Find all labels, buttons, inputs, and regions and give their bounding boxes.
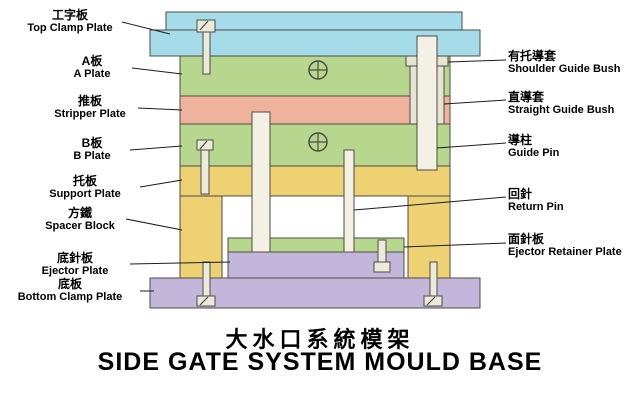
label-en: Stripper Plate (54, 108, 126, 120)
label-en: Return Pin (508, 201, 564, 213)
label-zh: 回針 (508, 187, 533, 201)
leader-b-plate (129, 145, 183, 151)
screw-head-bottom-right (423, 295, 443, 307)
screw-head-support (196, 139, 214, 151)
label-support-plate: 托板 Support Plate (15, 175, 155, 201)
screw-symbol-a-plate (308, 60, 328, 80)
screw-symbol-b-plate (308, 132, 328, 152)
label-en: Ejector Plate (41, 265, 109, 277)
screw-shaft-bottom-right (429, 261, 438, 299)
screw-head-ejector (373, 261, 391, 273)
label-zh: 推板 (77, 94, 102, 108)
label-a-plate: A板 A Plate (22, 55, 162, 81)
leader-support-plate (139, 179, 183, 188)
label-ejector-retainer-plate: 面針板 Ejector Retainer Plate (508, 233, 640, 259)
label-spacer-block: 方鐵 Spacer Block (10, 207, 150, 233)
label-zh: 直導套 (508, 90, 545, 104)
screw-hatch (199, 296, 209, 306)
leader-a-plate (131, 67, 183, 75)
label-ejector-plate: 底針板 Ejector Plate (5, 252, 145, 278)
label-shoulder-guide-bush: 有托導套 Shoulder Guide Bush (508, 50, 640, 76)
spacer-block-left (179, 195, 223, 279)
screw-shaft-top-left (202, 31, 211, 75)
screw-hatch (199, 20, 209, 31)
a-plate (179, 55, 451, 97)
label-zh: 底板 (57, 277, 82, 291)
label-top-clamp-plate: 工字板 Top Clamp Plate (0, 9, 140, 35)
diagram-title-chinese: 大水口系統模架 (225, 327, 415, 352)
leader-top-clamp-plate (121, 21, 171, 35)
label-zh: 導柱 (508, 133, 533, 147)
label-zh: 托板 (72, 174, 97, 188)
label-guide-pin: 導柱 Guide Pin (508, 134, 640, 160)
label-en: Guide Pin (508, 147, 560, 159)
screw-hatch (426, 296, 436, 306)
leader-stripper-plate (137, 107, 183, 111)
b-plate (179, 123, 451, 167)
leader-return-pin (353, 196, 507, 211)
label-en: Bottom Clamp Plate (17, 291, 123, 303)
screw-hatch (199, 140, 208, 150)
screw-shaft-ejector (377, 239, 387, 265)
label-zh: A板 (81, 54, 103, 68)
label-zh: 有托導套 (508, 49, 557, 63)
label-en: B Plate (73, 150, 111, 162)
label-return-pin: 回針 Return Pin (508, 188, 640, 214)
label-stripper-plate: 推板 Stripper Plate (20, 95, 160, 121)
label-en: Top Clamp Plate (27, 22, 113, 34)
label-zh: 面針板 (508, 232, 545, 246)
label-en: Straight Guide Bush (508, 104, 615, 116)
label-en: Support Plate (49, 188, 121, 200)
screw-head-top-left (196, 19, 216, 33)
support-plate (179, 165, 451, 197)
leader-straight-guide-bush (443, 99, 507, 105)
leader-ejector-retainer-plate (403, 242, 507, 248)
screw-shaft-bottom-left (202, 261, 211, 299)
label-b-plate: B板 B Plate (22, 137, 162, 163)
label-straight-guide-bush: 直導套 Straight Guide Bush (508, 91, 640, 117)
leader-guide-pin (436, 142, 507, 149)
leader-spacer-block (125, 218, 183, 231)
label-en: Shoulder Guide Bush (508, 63, 621, 75)
label-en: Spacer Block (45, 220, 115, 232)
diagram-title-english: SIDE GATE SYSTEM MOULD BASE (97, 348, 543, 376)
spacer-block-right (407, 195, 451, 279)
return-pin (343, 149, 355, 253)
stripper-plate (179, 95, 451, 125)
leader-ejector-plate (129, 261, 231, 265)
label-en: A Plate (73, 68, 111, 80)
label-zh: B板 (81, 136, 103, 150)
center-pin (251, 111, 271, 253)
screw-head-bottom-left (196, 295, 216, 307)
guide-pin (416, 35, 438, 171)
label-bottom-clamp-plate: 底板 Bottom Clamp Plate (0, 278, 140, 304)
label-zh: 工字板 (51, 8, 88, 22)
leader-shoulder-guide-bush (447, 59, 507, 63)
label-zh: 方鐵 (67, 206, 92, 220)
label-en: Ejector Retainer Plate (508, 246, 622, 258)
label-zh: 底針板 (56, 251, 93, 265)
screw-shaft-support (200, 149, 210, 195)
